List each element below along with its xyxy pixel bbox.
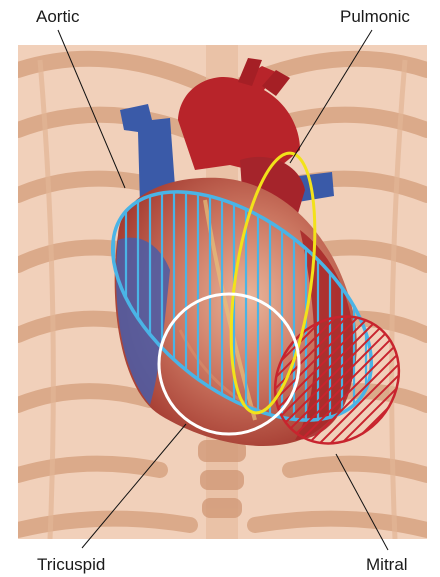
tricuspid-label: Tricuspid: [37, 555, 105, 575]
mitral-label: Mitral: [366, 555, 408, 575]
aortic-label: Aortic: [36, 7, 79, 27]
mitral-hatch-line: [435, 290, 440, 460]
pulmonic-label: Pulmonic: [340, 7, 410, 27]
